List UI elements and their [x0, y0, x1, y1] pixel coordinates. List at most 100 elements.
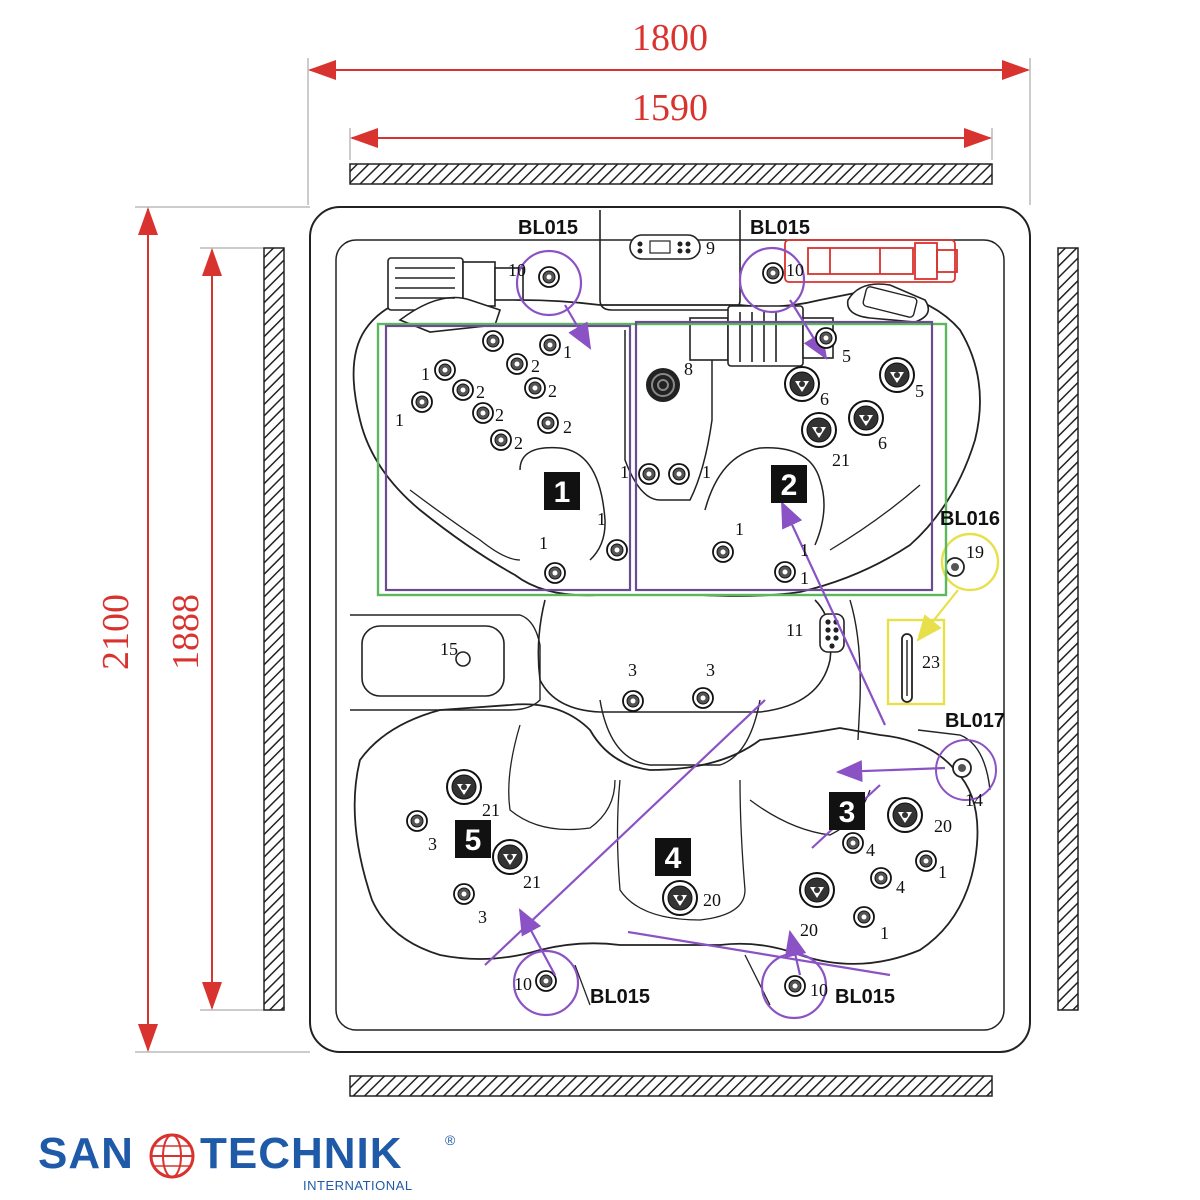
- valve-bl-icon: [535, 970, 557, 992]
- valve-tl-highlight: [515, 249, 583, 317]
- brand-logo: SAN TECHNIK ® INTERNATIONAL: [38, 1130, 458, 1200]
- side-step: [849, 599, 861, 741]
- zone-badge-3: 3: [829, 792, 865, 830]
- svg-text:20: 20: [800, 920, 818, 940]
- jet-icon: [774, 561, 796, 583]
- jet-icon: [622, 690, 644, 712]
- svg-text:1: 1: [800, 568, 809, 588]
- svg-text:1: 1: [597, 509, 606, 529]
- svg-text:2: 2: [514, 433, 523, 453]
- jet-icon: [411, 391, 433, 413]
- jet-icon: [606, 539, 628, 561]
- svg-text:5: 5: [915, 381, 924, 401]
- part-label-control-panel: 9: [706, 238, 715, 258]
- label-bl015-top-right: BL015: [750, 217, 810, 239]
- svg-text:2: 2: [781, 469, 798, 502]
- dimension-group-left: 2100 1888: [95, 206, 310, 1053]
- lower-seat-well: [353, 703, 979, 965]
- label-bl015-bottom-left: BL015: [590, 986, 650, 1008]
- lounge-2-contour: [704, 447, 825, 546]
- part-label-valve-tr: 10: [786, 260, 804, 280]
- svg-text:5: 5: [842, 346, 851, 366]
- svg-text:6: 6: [878, 433, 887, 453]
- jet-icon: [434, 359, 456, 381]
- svg-text:1: 1: [702, 462, 711, 482]
- dimension-label-1888: 1888: [165, 594, 207, 670]
- svg-text:6: 6: [820, 389, 829, 409]
- jet-icon: [842, 832, 864, 854]
- dimension-label-1800: 1800: [632, 17, 708, 59]
- heater-unit: [784, 239, 958, 283]
- large-jet-icon: [887, 797, 923, 833]
- jet-icon: [453, 883, 475, 905]
- footwell-contour: [537, 599, 832, 713]
- logo-subtitle: INTERNATIONAL: [303, 1178, 413, 1193]
- jet-icon: [712, 541, 734, 563]
- control-notch: [599, 210, 741, 311]
- dimension-group-top: 1800 1590: [307, 17, 1031, 205]
- svg-text:3: 3: [628, 660, 637, 680]
- jet-icon: [539, 334, 561, 356]
- part-label-valve-tl: 10: [508, 260, 526, 280]
- jet-icon: [452, 379, 474, 401]
- valve-tr-highlight: [738, 246, 806, 314]
- jet-icon: [692, 687, 714, 709]
- svg-text:1: 1: [735, 519, 744, 539]
- part-label-filter: 15: [440, 639, 458, 659]
- wall-right: [1057, 247, 1079, 1011]
- pump-left: [387, 257, 524, 333]
- globe-icon: [149, 1133, 195, 1179]
- jets-footwell: [622, 687, 714, 712]
- svg-text:5: 5: [465, 824, 482, 857]
- svg-text:1: 1: [421, 364, 430, 384]
- jets-zone-3: [842, 832, 937, 928]
- svg-text:20: 20: [703, 890, 721, 910]
- jet-icon: [537, 412, 559, 434]
- tub-outer-shell: [309, 206, 1031, 1053]
- valve-19-highlight: [940, 532, 1000, 592]
- jet-icon: [482, 330, 504, 352]
- jet-icon: [524, 377, 546, 399]
- large-jet-icon: [801, 412, 837, 448]
- speaker-icon: [646, 368, 680, 402]
- large-jet-icon: [662, 880, 698, 916]
- center-pillar: [624, 330, 713, 501]
- control-panel: [629, 234, 701, 260]
- svg-text:1: 1: [880, 923, 889, 943]
- lounge-1-contour: [519, 446, 606, 561]
- svg-text:3: 3: [428, 834, 437, 854]
- svg-text:21: 21: [523, 872, 541, 892]
- zone-2-purple-outline: [634, 320, 934, 592]
- part-label-speaker: 8: [684, 359, 693, 379]
- svg-text:3: 3: [839, 796, 856, 829]
- svg-text:21: 21: [482, 800, 500, 820]
- jet-icon: [506, 353, 528, 375]
- svg-text:1: 1: [395, 410, 404, 430]
- jet-icon: [406, 810, 428, 832]
- registered-mark: ®: [445, 1132, 456, 1148]
- svg-text:1: 1: [620, 462, 629, 482]
- large-jet-icon: [848, 400, 884, 436]
- tub-body: [309, 206, 1031, 1053]
- part-numbers: 1 1 1 1 1 1 1 2 2 2 2 2 2 1 1 1 5 5 6 6 …: [395, 342, 952, 943]
- filter-compartment: [361, 625, 505, 697]
- label-bl015-top-left: BL015: [518, 217, 578, 239]
- svg-text:4: 4: [866, 840, 875, 860]
- zone-1-purple-outline: [384, 324, 632, 592]
- part-label-air-port: 11: [786, 620, 803, 640]
- filter-icon: [455, 651, 471, 667]
- part-label-light-bar: 23: [922, 652, 940, 672]
- svg-text:1: 1: [938, 862, 947, 882]
- jet-icon: [668, 463, 690, 485]
- zone-badge-4: 4: [655, 838, 691, 876]
- wall-top: [349, 163, 993, 185]
- svg-text:4: 4: [896, 877, 905, 897]
- jet-icon: [870, 867, 892, 889]
- valve-tl-icon: [538, 266, 560, 288]
- logo-text-san: SAN: [38, 1129, 134, 1178]
- large-jet-icon: [784, 366, 820, 402]
- svg-text:2: 2: [563, 417, 572, 437]
- svg-text:20: 20: [934, 816, 952, 836]
- svg-text:3: 3: [478, 907, 487, 927]
